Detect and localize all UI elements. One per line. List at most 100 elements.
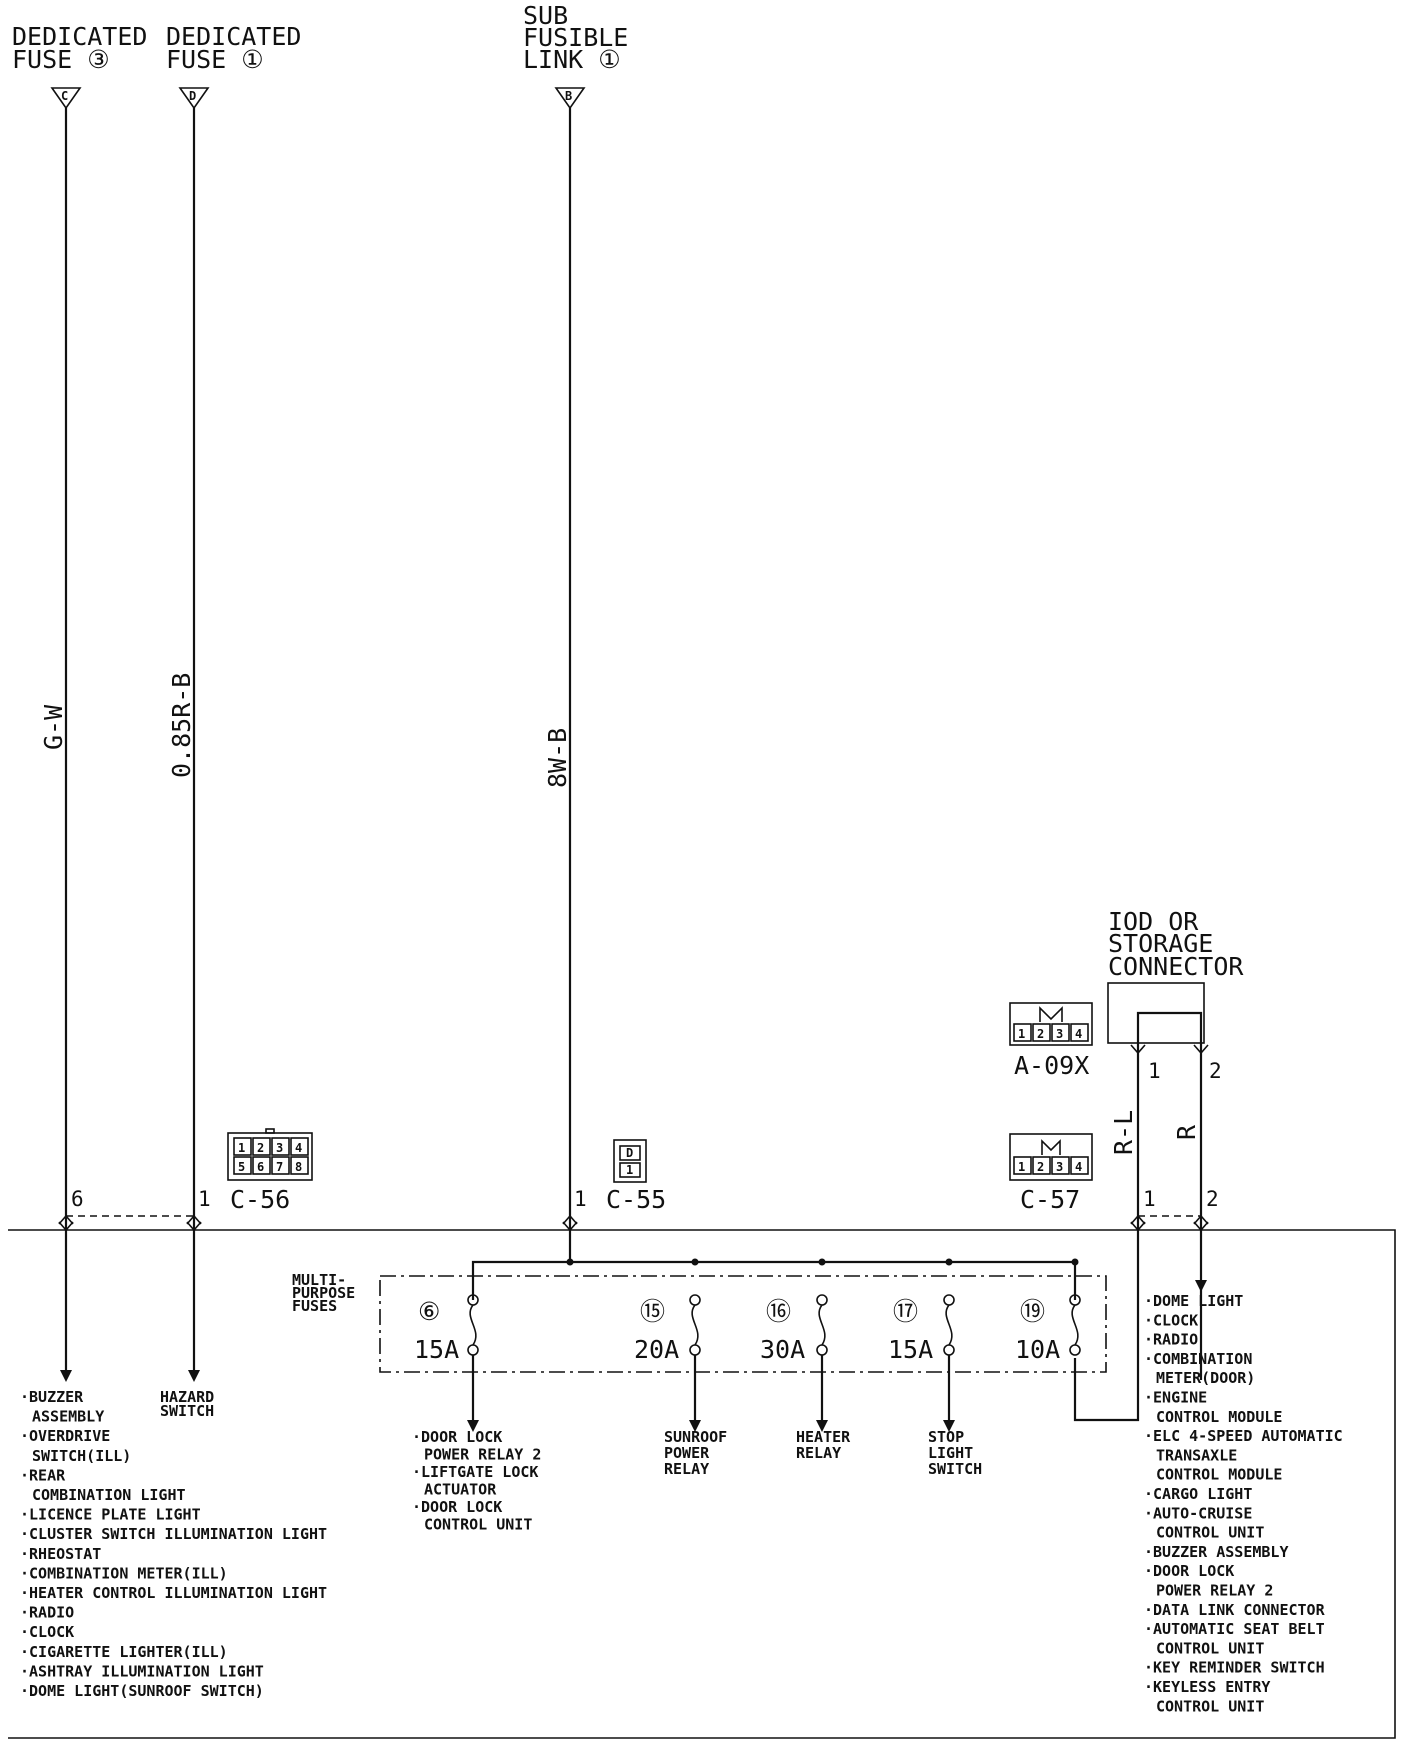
fuse-number: ⑮: [640, 1297, 665, 1326]
source-label-line: FUSE ①: [166, 45, 264, 74]
connector-c55-cell: [619, 1162, 641, 1178]
fuse-1: ⑥ 15A: [414, 1294, 479, 1420]
connector-c56-name: C-56: [230, 1185, 290, 1214]
pin-label: 1: [574, 1187, 587, 1211]
load-label: ·CIGARETTE LIGHTER(ILL): [20, 1643, 228, 1661]
connector-c55-body: [613, 1139, 647, 1183]
mpf-label-line: MULTI-: [292, 1271, 346, 1289]
fuse-terminal: [943, 1294, 955, 1306]
connector-pin-number: 6: [257, 1160, 264, 1174]
fuse-bus: [471, 1260, 1077, 1300]
load-label: HAZARD: [160, 1388, 214, 1406]
arrow-down-icon: [188, 1370, 200, 1382]
load-label: ·RADIO: [20, 1604, 74, 1622]
splice-dot: [945, 1258, 953, 1266]
load-label: METER(DOOR): [1156, 1369, 1255, 1387]
connector-a09x-name: A-09X: [1014, 1051, 1089, 1080]
connector-c57-name: C-57: [1020, 1185, 1080, 1214]
load-label: ·ASHTRAY ILLUMINATION LIGHT: [20, 1662, 264, 1680]
source-label-line: LINK ①: [523, 45, 621, 74]
load-label: ·ELC 4-SPEED AUTOMATIC: [1144, 1427, 1343, 1445]
connector-pin-number: 7: [276, 1160, 283, 1174]
fuse-terminal: [943, 1344, 955, 1356]
load-label: POWER RELAY 2: [424, 1446, 541, 1464]
load-label: ·ENGINE: [1144, 1389, 1207, 1407]
connector-pin-number: 2: [257, 1141, 264, 1155]
load-label: RELAY: [664, 1460, 709, 1478]
load-label: ·KEYLESS ENTRY: [1144, 1678, 1270, 1696]
source-label-line: FUSIBLE: [523, 23, 628, 52]
pin-label: 1: [626, 1163, 633, 1177]
load-label: ·KEY REMINDER SWITCH: [1144, 1659, 1325, 1677]
arrow-down-icon: [60, 1370, 72, 1382]
connector-pin-cell: [1032, 1156, 1051, 1175]
fuse-amperage: 15A: [414, 1335, 459, 1364]
pin-label: 6: [71, 1187, 84, 1211]
wire-color-r-b: 0.85R-B: [167, 673, 196, 778]
load-label: ·LICENCE PLATE LIGHT: [20, 1506, 201, 1524]
load-label: ·COMBINATION METER(ILL): [20, 1564, 228, 1582]
fuse-amperage: 30A: [760, 1335, 805, 1364]
iod-box: [1107, 982, 1205, 1044]
pin-label: D: [626, 1146, 633, 1160]
connector-pin-cell: [271, 1156, 290, 1175]
pin-label: 1: [198, 1187, 211, 1211]
chevron-up-icon: [1130, 1214, 1146, 1225]
fuse-terminal: [467, 1344, 479, 1356]
fuse-amperage: 10A: [1015, 1335, 1060, 1364]
load-label: COMBINATION LIGHT: [32, 1486, 186, 1504]
chevron-down-icon: [58, 1221, 74, 1232]
fuse-terminal: [816, 1294, 828, 1306]
arrow-down-icon: [816, 1420, 828, 1432]
connector-pin-cell: [271, 1137, 290, 1156]
load-label: ·AUTO-CRUISE: [1144, 1504, 1252, 1522]
load-label: SWITCH(ILL): [32, 1447, 131, 1465]
fuse-amperage: 15A: [888, 1335, 933, 1364]
fuse-terminal: [1069, 1344, 1081, 1356]
arrow-down-icon: [467, 1420, 479, 1432]
connector-pin-number: 5: [238, 1160, 245, 1174]
chevron-up-icon: [562, 1214, 578, 1225]
chevron-up-icon: [186, 1214, 202, 1225]
chevron-down-icon: [1193, 1221, 1209, 1232]
chevron-down-icon: [1130, 1044, 1146, 1055]
connector-pin-number: 1: [238, 1141, 245, 1155]
load-label: LIGHT: [928, 1444, 973, 1462]
load-label: ·HEATER CONTROL ILLUMINATION LIGHT: [20, 1584, 327, 1602]
load-label: RELAY: [796, 1444, 841, 1462]
load-label: SUNROOF: [664, 1428, 727, 1446]
load-label: ·DOOR LOCK: [1144, 1562, 1234, 1580]
connector-pin-cell: [1013, 1156, 1032, 1175]
source-label-line: DEDICATED: [166, 22, 301, 51]
connector-key: [1041, 1139, 1061, 1155]
load-label: ·CLUSTER SWITCH ILLUMINATION LIGHT: [20, 1525, 327, 1543]
fuse-number: ⑥: [418, 1297, 440, 1326]
mpf-label-line: FUSES: [292, 1297, 337, 1315]
load-label: ·CLOCK: [20, 1623, 74, 1641]
iod-label-line: IOD OR: [1108, 907, 1199, 936]
load-label: ·DATA LINK CONNECTOR: [1144, 1601, 1326, 1619]
load-label: TRANSAXLE: [1156, 1446, 1237, 1464]
load-label: CONTROL UNIT: [1156, 1697, 1264, 1715]
load-label: ·CARGO LIGHT: [1144, 1485, 1252, 1503]
pin-label: 2: [1206, 1187, 1219, 1211]
arrow-down-icon: [689, 1420, 701, 1432]
mpf-label-line: PURPOSE: [292, 1284, 355, 1302]
load-label: ·OVERDRIVE: [20, 1427, 110, 1445]
loads-right-list: ·DOME LIGHT·CLOCK·RADIO·COMBINATIONMETER…: [1144, 1292, 1343, 1715]
wire-color-r: R: [1172, 1124, 1201, 1140]
load-label: CONTROL UNIT: [1156, 1524, 1264, 1542]
load-label: CONTROL UNIT: [424, 1516, 532, 1534]
connector-pin-cell: [252, 1156, 271, 1175]
load-label: ·RADIO: [1144, 1331, 1198, 1349]
chevron-down-icon: [186, 1221, 202, 1232]
chevron-down-icon: [1193, 1044, 1209, 1055]
wire-color-r-l: R-L: [1109, 1110, 1138, 1155]
source-tag: C: [61, 89, 68, 103]
connector-pin-number: 3: [1056, 1027, 1063, 1041]
